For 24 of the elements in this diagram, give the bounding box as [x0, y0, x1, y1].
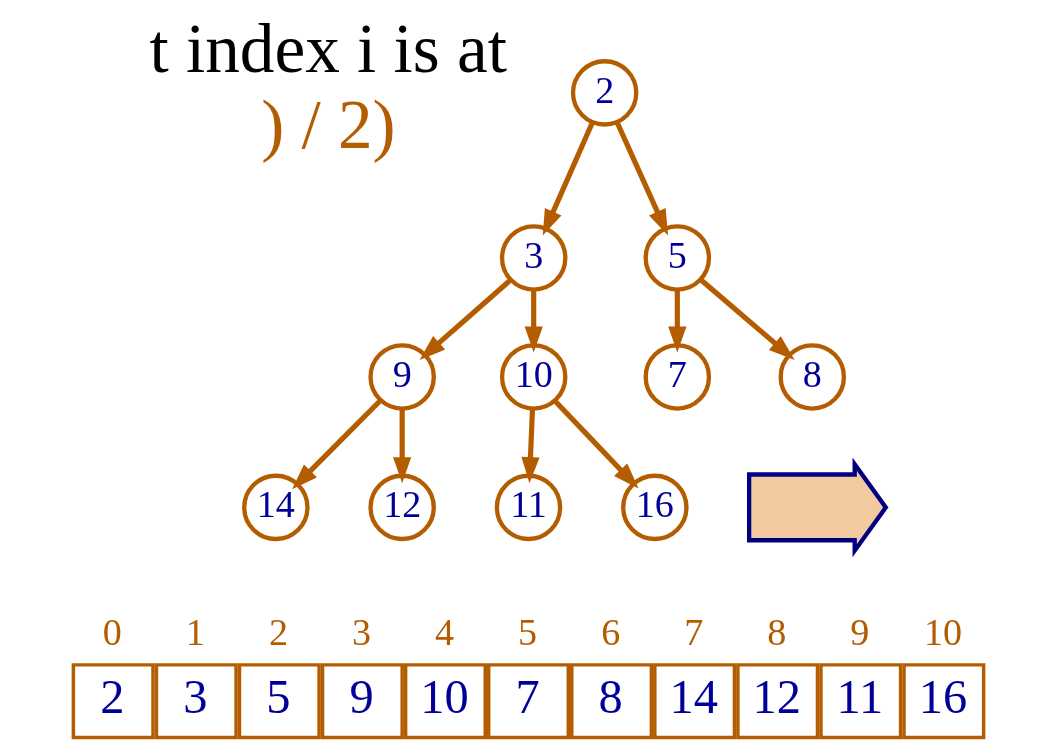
- label: 5: [517, 611, 537, 654]
- label: 3: [182, 670, 207, 724]
- label: 4: [434, 611, 454, 654]
- label: 7: [515, 670, 540, 724]
- label: 6: [600, 611, 620, 654]
- label: 1: [185, 611, 205, 654]
- label: 11: [836, 670, 883, 724]
- label: 10: [923, 611, 962, 654]
- label: 10: [419, 670, 469, 724]
- label: 8: [766, 611, 786, 654]
- label: 3: [351, 611, 371, 654]
- label: 0: [102, 611, 122, 654]
- label: 12: [752, 670, 801, 724]
- label: ) / 2): [260, 86, 396, 164]
- label: 9: [348, 670, 374, 724]
- label: 2: [99, 670, 124, 724]
- label: 9: [849, 611, 869, 654]
- label: 16: [918, 670, 967, 724]
- label: 2: [268, 611, 288, 654]
- label: t index i is at: [149, 10, 507, 88]
- label: 14: [669, 670, 718, 724]
- label: 7: [683, 611, 703, 654]
- label: 8: [598, 670, 623, 724]
- label: 5: [265, 670, 291, 724]
